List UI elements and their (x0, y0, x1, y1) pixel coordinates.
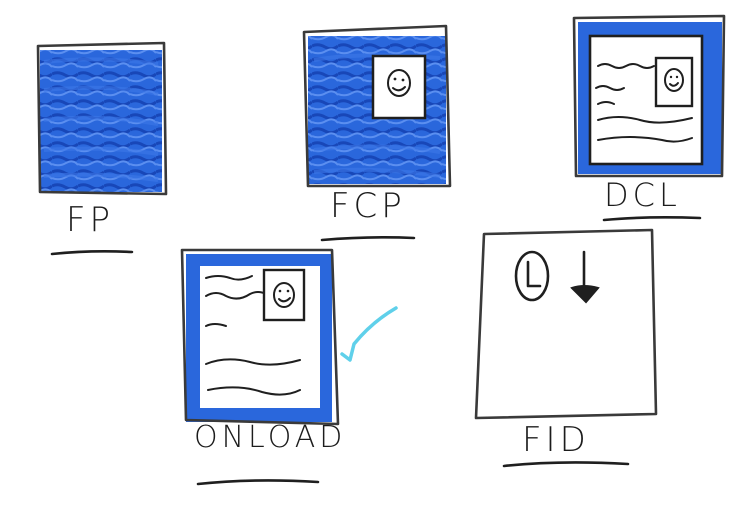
fid-frame (474, 228, 658, 420)
checkmark-icon (340, 306, 398, 362)
dcl-underline (602, 216, 702, 222)
dcl-image-placeholder (654, 56, 694, 108)
fcp-label: FCP (330, 186, 406, 226)
smiley-face-icon (664, 68, 684, 92)
onload-underline (196, 479, 320, 486)
fcp-frame (302, 24, 452, 188)
dcl-frame (572, 14, 726, 178)
dcl-label: DCL (604, 176, 681, 214)
smiley-face-icon (387, 69, 411, 97)
smiley-face-icon (273, 282, 295, 308)
fp-underline (50, 250, 134, 256)
fcp-image-placeholder (371, 54, 427, 120)
fcp-underline (320, 236, 416, 242)
fid-label: FID (522, 420, 590, 460)
tap-pointer-icon (570, 250, 600, 304)
fp-frame (36, 41, 168, 196)
onload-frame (180, 248, 340, 426)
fp-label: FP (66, 200, 115, 240)
clock-icon (514, 250, 550, 302)
fid-underline (502, 461, 630, 468)
onload-image-placeholder (262, 268, 306, 322)
onload-label: ONLOAD (194, 420, 347, 455)
